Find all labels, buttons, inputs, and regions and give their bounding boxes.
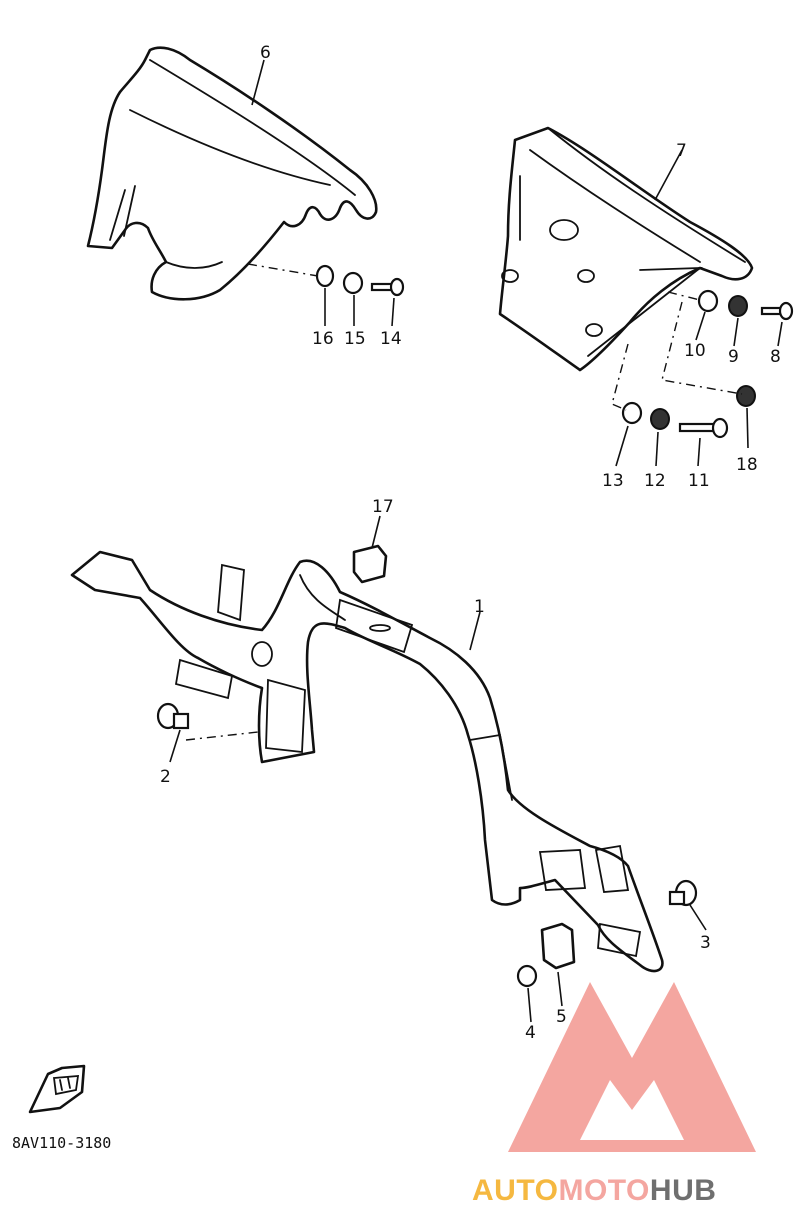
part-13-washer	[621, 401, 643, 425]
drawing-code: 8AV110-3180	[12, 1134, 111, 1152]
hardware	[156, 264, 794, 988]
callout-16: 16	[312, 329, 334, 349]
part-4-nut	[516, 964, 538, 988]
part-18-grommet	[736, 385, 756, 407]
watermark-auto: AUTO	[472, 1174, 558, 1207]
watermark-text: AUTOMOTOHUB	[472, 1174, 716, 1207]
part-7-side-cover	[498, 126, 754, 372]
part-16-washer	[315, 264, 335, 288]
callout-6: 6	[260, 43, 271, 63]
part-6-upper-cover	[86, 46, 378, 301]
callout-2: 2	[160, 767, 171, 787]
callout-7: 7	[676, 141, 687, 161]
watermark-logo-icon	[508, 982, 756, 1152]
callout-18: 18	[736, 455, 758, 475]
part-10-washer	[697, 289, 719, 313]
callout-12: 12	[644, 471, 666, 491]
leader-lines	[169, 59, 783, 1023]
reference-marker-icon	[28, 1064, 86, 1114]
callout-1: 1	[474, 597, 485, 617]
part-17-clip	[352, 544, 388, 584]
callout-13: 13	[602, 471, 624, 491]
callout-8: 8	[770, 347, 781, 367]
part-8-screw	[760, 301, 794, 321]
callout-14: 14	[380, 329, 402, 349]
part-12-grommet	[650, 408, 670, 430]
part-1-frame-stay	[70, 550, 664, 973]
watermark-moto: MOTO	[558, 1174, 649, 1207]
watermark: AUTOMOTOHUB	[472, 982, 756, 1207]
part-2-bolt	[156, 702, 190, 730]
watermark-hub: HUB	[650, 1174, 717, 1207]
part-5-bracket	[540, 922, 576, 970]
part-14-screw	[370, 277, 405, 297]
callout-17: 17	[372, 497, 394, 517]
part-11-bolt	[678, 417, 729, 439]
callout-labels: 1 2 3 4 5 6 7 8 9 10 11 12 13 14 15 16 1…	[160, 43, 781, 1043]
part-15-grommet	[342, 271, 364, 295]
part-3-bolt	[668, 879, 698, 907]
callout-9: 9	[728, 347, 739, 367]
callout-15: 15	[344, 329, 366, 349]
callout-3: 3	[700, 933, 711, 953]
part-9-grommet	[728, 295, 748, 317]
callout-5: 5	[556, 1007, 567, 1027]
callout-11: 11	[688, 471, 710, 491]
callout-4: 4	[525, 1023, 536, 1043]
callout-10: 10	[684, 341, 706, 361]
